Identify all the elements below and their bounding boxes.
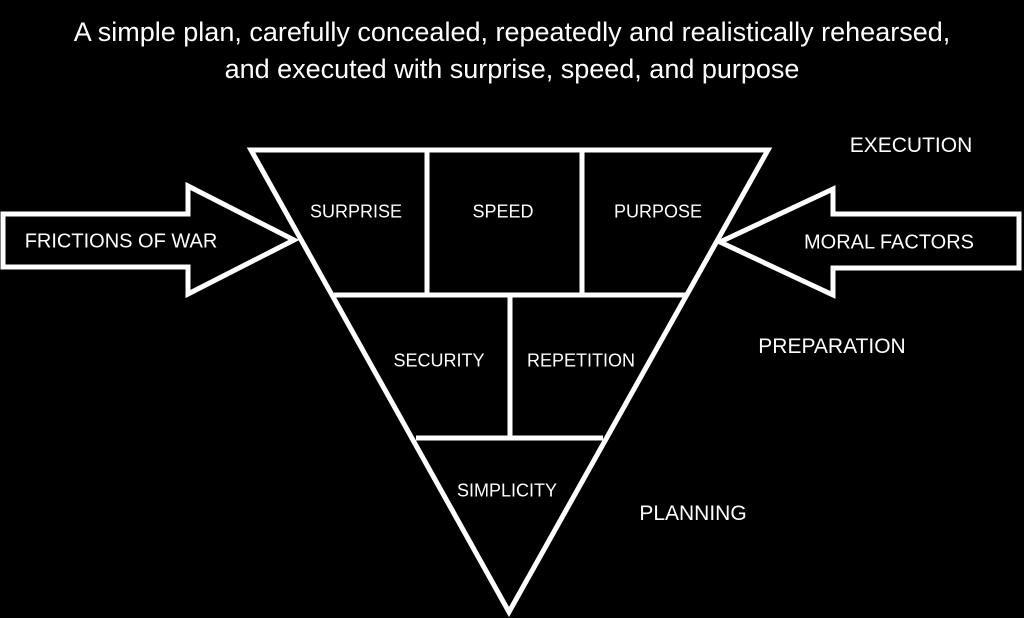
- title-line-2: and executed with surprise, speed, and p…: [224, 54, 800, 84]
- cell-repetition: REPETITION: [526, 350, 636, 371]
- phase-preparation: PREPARATION: [758, 335, 906, 358]
- cell-speed: SPEED: [472, 201, 534, 222]
- diagram-title: A simple plan, carefully concealed, repe…: [0, 14, 1024, 88]
- right-arrow-label: MORAL FACTORS: [803, 231, 975, 254]
- title-line-1: A simple plan, carefully concealed, repe…: [73, 17, 951, 47]
- cell-purpose: PURPOSE: [613, 201, 703, 222]
- phase-planning: PLANNING: [639, 502, 747, 525]
- cell-security: SECURITY: [393, 350, 485, 371]
- right-arrow-shape: [714, 185, 1022, 299]
- left-arrow-label: FRICTIONS OF WAR: [24, 230, 218, 253]
- phase-execution: EXECUTION: [849, 134, 973, 157]
- cell-simplicity: SIMPLICITY: [456, 480, 558, 501]
- left-arrow-shape: [0, 181, 300, 299]
- cell-surprise: SURPRISE: [309, 201, 403, 222]
- pyramid-outline: [246, 147, 773, 618]
